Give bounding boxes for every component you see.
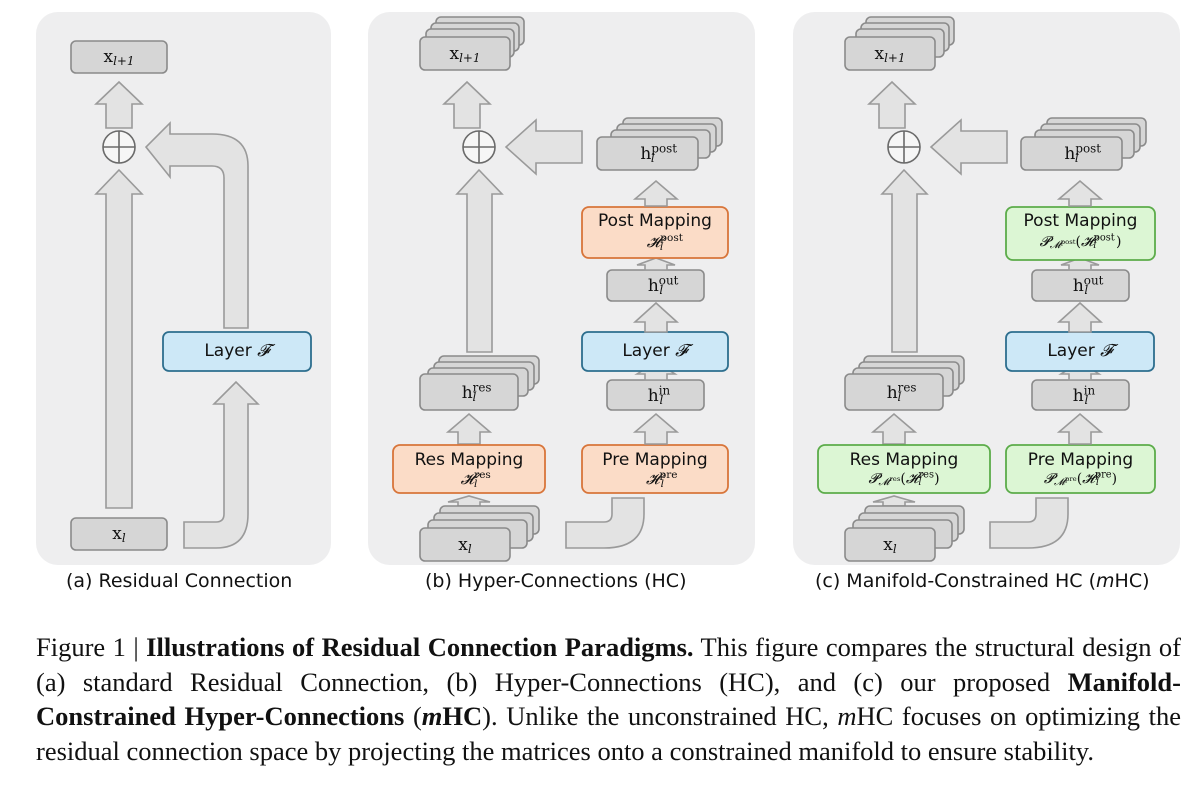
pre-mapping-box [1005,444,1156,494]
up-arrow-to-output [442,80,492,129]
subcaption-b: (b) Hyper-Connections (HC) [425,570,687,592]
label-h-in: hinl [1072,383,1096,407]
post-to-sum-arrow [929,118,1008,176]
sum-circle [102,130,136,164]
label-h-res: hresl [886,380,917,404]
pre-mapping-title: Pre Mapping [1027,450,1134,470]
label-x-next: xl+1 [874,44,906,65]
input-to-pre-arrow [989,497,1069,549]
res-mapping-formula: 𝓗resl [460,469,491,490]
res-mapping-box [392,444,546,494]
node-h-post-stack [1020,117,1147,171]
label-x-next: xl+1 [103,47,135,68]
pre-to-hin-arrow [1056,412,1104,445]
figure-title: Illustrations of Residual Connection Par… [146,632,694,662]
post-mapping-title: Post Mapping [1023,211,1138,231]
res-mapping-title: Res Mapping [414,450,524,470]
post-mapping-box [581,206,729,259]
figure-label: Figure 1 | [36,632,147,662]
node-x-stack [419,505,540,562]
panel-c [817,16,1156,562]
sum-circle [887,130,921,164]
pre-mapping-title: Pre Mapping [602,450,708,470]
pre-mapping-box [581,444,729,494]
post-to-sum-arrow [504,118,583,176]
sum-circle [462,130,496,164]
panel-b [392,16,729,562]
post-to-hpost-arrow [1056,179,1104,207]
pre-to-hin-arrow [632,412,680,445]
label-x: xl [112,524,126,545]
hout-to-post-arrow [636,257,676,271]
layer-to-hout-arrow [1056,301,1104,333]
node-h-post-stack [596,117,723,171]
label-layer: Layer 𝓕 [622,341,688,361]
node-x-next [70,40,168,74]
res-mapping-arrow [870,412,918,445]
label-h-out: houtl [647,273,679,297]
node-x-next-stack [844,16,955,71]
node-x [70,517,168,551]
residual-stream-arrow [880,168,929,353]
figure-caption: Figure 1 | Illustrations of Residual Con… [36,632,1181,766]
label-x: xl [883,535,897,556]
label-x-next: xl+1 [449,44,481,65]
node-h-res-stack [419,355,540,411]
node-h-res-stack [844,355,965,411]
subcaption-a: (a) Residual Connection [66,570,293,592]
label-h-post: hpostl [640,141,677,165]
res-mapping-arrow [445,412,493,445]
hout-to-post-arrow [1060,257,1100,271]
label-h-res: hresl [461,380,492,404]
up-arrow-to-output [94,80,144,129]
panel-a [70,40,312,551]
post-to-hpost-arrow [632,179,680,207]
pre-mapping-formula: 𝓗prel [645,469,678,490]
res-mapping-title: Res Mapping [849,450,959,470]
up-arrow-to-output [867,80,917,129]
panel-a-background [36,12,331,565]
residual-stream-arrow [455,168,504,353]
node-x-next-stack [419,16,525,71]
post-mapping-box [1005,206,1156,261]
layer-box [162,331,312,372]
input-to-pre-arrow [565,497,645,549]
layer-to-hout-arrow [632,301,680,333]
res-mapping-formula: 𝓟𝓜res(𝓗resl) [868,469,940,489]
label-h-out: houtl [1072,273,1104,297]
label-layer: Layer 𝓕 [1047,341,1113,361]
label-h-in: hinl [647,383,671,407]
res-mapping-box [817,444,991,494]
node-x-stack [844,505,965,562]
label-h-post: hpostl [1064,141,1101,165]
pre-mapping-formula: 𝓟𝓜pre(𝓗prel) [1043,469,1118,489]
post-mapping-formula: 𝓟𝓜post(𝓗postl) [1039,232,1122,252]
diagram-canvas: .panel { fill:#eeeeef; } .node { fill:#d… [36,12,1180,565]
subcaption-c: (c) Manifold-Constrained HC (mHC) [815,570,1150,592]
label-layer: Layer 𝓕 [204,341,270,361]
post-mapping-formula: 𝓗postl [646,232,683,253]
identity-arrow [94,168,144,509]
layer-output-arrow [144,121,249,329]
label-x: xl [458,535,472,556]
layer-input-arrow [183,380,260,549]
post-mapping-title: Post Mapping [598,211,712,231]
